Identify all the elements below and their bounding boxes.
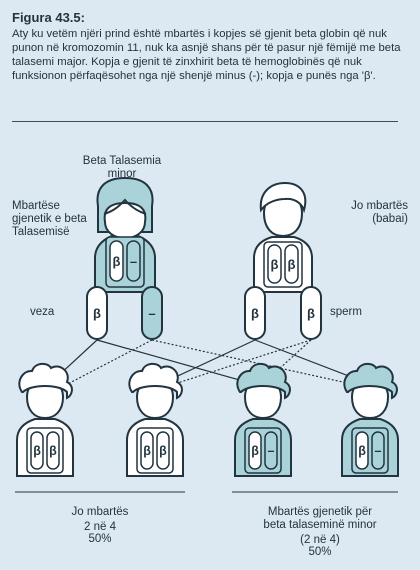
svg-text:β: β <box>358 444 366 458</box>
mother-top-label: Beta Talasemia minor <box>82 155 162 180</box>
egg-gamete-minus: – <box>141 286 163 340</box>
svg-text:β: β <box>49 444 57 458</box>
svg-text:β: β <box>251 444 259 458</box>
sperm-gamete-beta-2: β <box>300 286 322 340</box>
sperm-gamete-beta-1: β <box>244 286 266 340</box>
right-outcome-count: (2 në 4) <box>300 534 340 546</box>
child-3-carrier: β – <box>234 362 292 477</box>
child-2-non-carrier: β β <box>126 362 184 477</box>
svg-text:β: β <box>271 257 279 272</box>
svg-text:β: β <box>113 254 121 269</box>
egg-label: veza <box>30 306 55 318</box>
father-figure: β β <box>253 181 313 293</box>
right-outcome-percent: 50% <box>308 546 332 558</box>
mother-side-label: Mbartëse gjenetik e beta Talasemisë <box>12 200 87 238</box>
svg-text:β: β <box>143 444 151 458</box>
sperm-label: sperm <box>330 306 362 318</box>
child-4-carrier: β – <box>341 362 399 477</box>
svg-text:–: – <box>375 444 382 458</box>
left-outcome-percent: 50% <box>88 533 112 545</box>
line-egg-minus-to-child-1 <box>59 339 153 389</box>
father-chromosome-beta-1 <box>267 244 282 284</box>
svg-text:–: – <box>268 444 275 458</box>
egg-gamete-beta: β <box>86 286 108 340</box>
father-label: Jo mbartës (babai) <box>351 200 408 225</box>
svg-text:β: β <box>251 306 259 321</box>
svg-text:β: β <box>307 306 315 321</box>
right-outcome-title: Mbartës gjenetik për beta talaseminë min… <box>263 506 377 531</box>
mother-chromosome-beta <box>109 240 124 282</box>
caption-divider <box>12 121 398 122</box>
mother-figure: β – <box>94 176 156 293</box>
svg-text:–: – <box>148 306 155 321</box>
figure-title: Figura 43.5: <box>12 10 85 25</box>
mother-chromosome-minus <box>126 240 141 282</box>
child-1-non-carrier: β β <box>16 362 74 477</box>
left-outcome-count: 2 në 4 <box>84 521 116 533</box>
svg-text:β: β <box>288 257 296 272</box>
left-outcome-title: Jo mbartës <box>71 506 129 518</box>
svg-text:β: β <box>33 444 41 458</box>
line-egg-minus-to-child-4 <box>151 339 371 389</box>
father-chromosome-beta-2 <box>284 244 299 284</box>
figure-caption: Aty ku vetëm njëri prind është mbartës i… <box>12 28 401 82</box>
inheritance-lines <box>44 339 381 389</box>
svg-text:β: β <box>159 444 167 458</box>
svg-text:β: β <box>93 306 101 321</box>
svg-text:–: – <box>130 254 137 269</box>
